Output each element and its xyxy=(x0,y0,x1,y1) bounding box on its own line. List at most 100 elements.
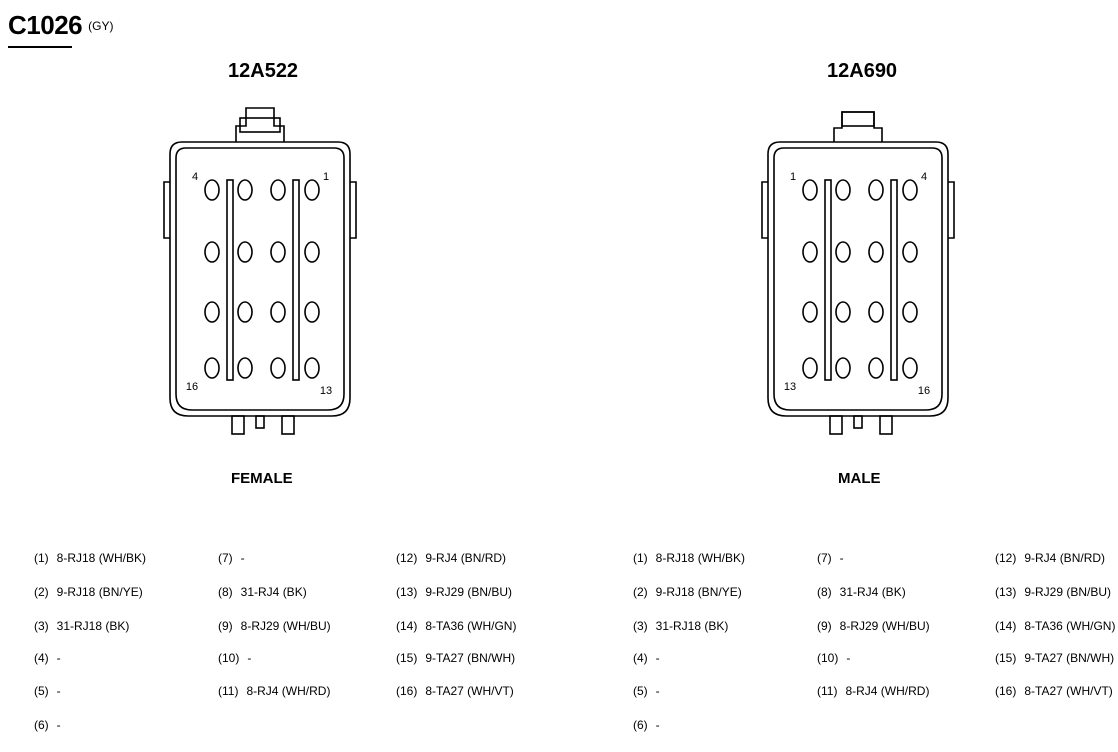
wire-circuit: 9-RJ4 (BN/RD) xyxy=(1024,551,1106,565)
pin-cavity xyxy=(802,301,818,323)
pin-number: (11) xyxy=(817,684,838,698)
bottom-tab xyxy=(231,415,245,435)
pin-cavity xyxy=(835,301,851,323)
wire-circuit: - xyxy=(655,651,660,665)
wire-circuit: 8-TA36 (WH/GN) xyxy=(1024,619,1116,633)
pinout-row: (2)9-RJ18 (BN/YE) xyxy=(34,585,143,599)
pin-number: (1) xyxy=(34,551,49,565)
pin-cavity xyxy=(204,357,220,379)
wire-circuit: - xyxy=(846,651,851,665)
pin-cavity xyxy=(802,241,818,263)
pin-number: (15) xyxy=(396,651,418,665)
wire-circuit: 8-RJ4 (WH/RD) xyxy=(845,684,930,698)
wire-circuit: 8-TA27 (WH/VT) xyxy=(1024,684,1113,698)
pin-number: (16) xyxy=(396,684,418,698)
wire-circuit: 8-TA36 (WH/GN) xyxy=(425,619,517,633)
wire-circuit: 9-RJ18 (BN/YE) xyxy=(655,585,742,599)
pin-cavity xyxy=(304,241,320,263)
bottom-tab xyxy=(255,415,265,429)
pin-cavity xyxy=(835,179,851,201)
pin-divider-bar xyxy=(890,179,898,381)
pin-cavity xyxy=(802,179,818,201)
pin-divider-bar xyxy=(226,179,234,381)
pin-number: (1) xyxy=(633,551,648,565)
wire-circuit: - xyxy=(240,551,245,565)
connector-body-outline xyxy=(767,141,949,417)
pin-cavity xyxy=(270,301,286,323)
pin-number: (8) xyxy=(218,585,233,599)
corner-pin-label: 4 xyxy=(921,171,927,183)
part-number-male: 12A690 xyxy=(827,60,898,82)
pin-number: (5) xyxy=(633,684,648,698)
pin-number: (15) xyxy=(995,651,1017,665)
pin-number: (14) xyxy=(995,619,1017,633)
gender-label-female: FEMALE xyxy=(231,470,293,487)
pin-number: (6) xyxy=(34,718,49,732)
pinout-row: (16)8-TA27 (WH/VT) xyxy=(995,684,1113,698)
pinout-row: (9)8-RJ29 (WH/BU) xyxy=(817,619,930,633)
connector-title: C1026(GY) xyxy=(8,10,113,41)
wire-circuit: 9-TA27 (BN/WH) xyxy=(1024,651,1115,665)
pin-number: (3) xyxy=(633,619,648,633)
locking-tab-inner xyxy=(239,117,281,133)
pin-cavity xyxy=(902,179,918,201)
pinout-row: (15)9-TA27 (BN/WH) xyxy=(396,651,515,665)
pin-number: (6) xyxy=(633,718,648,732)
pinout-row: (14) 8-TA36 (WH/GN) xyxy=(995,619,1115,633)
pinout-row: (6)- xyxy=(34,718,61,732)
pinout-row: (9)8-RJ29 (WH/BU) xyxy=(218,619,331,633)
right-latch xyxy=(350,181,357,239)
title-underline xyxy=(8,46,72,48)
wire-circuit: - xyxy=(56,684,61,698)
wire-circuit: 8-RJ18 (WH/BK) xyxy=(56,551,147,565)
pin-divider-bar xyxy=(292,179,300,381)
pin-number: (2) xyxy=(34,585,49,599)
pinout-row: (4)- xyxy=(34,651,61,665)
wire-circuit: - xyxy=(655,718,660,732)
wire-circuit: - xyxy=(247,651,252,665)
wire-circuit: - xyxy=(56,718,61,732)
corner-pin-label: 13 xyxy=(784,381,796,393)
pinout-row: (12)9-RJ4 (BN/RD) xyxy=(396,551,506,565)
pin-number: (5) xyxy=(34,684,49,698)
locking-tab-inner xyxy=(841,111,875,127)
pin-cavity xyxy=(237,301,253,323)
pin-number: (9) xyxy=(817,619,832,633)
pinout-row: (10)- xyxy=(218,651,251,665)
pin-number: (10) xyxy=(817,651,839,665)
wire-circuit: 31-RJ4 (BK) xyxy=(839,585,906,599)
pinout-row: (4)- xyxy=(633,651,660,665)
pinout-row: (15) 9-TA27 (BN/WH) xyxy=(995,651,1114,665)
pin-cavity xyxy=(304,179,320,201)
pin-cavity xyxy=(902,357,918,379)
pinout-row: (5)- xyxy=(34,684,61,698)
pin-number: (11) xyxy=(218,684,239,698)
pin-number: (2) xyxy=(633,585,648,599)
pin-cavity xyxy=(902,301,918,323)
pin-divider-bar xyxy=(824,179,832,381)
pinout-row: (6)- xyxy=(633,718,660,732)
pin-number: (7) xyxy=(817,551,832,565)
wire-circuit: 31-RJ4 (BK) xyxy=(240,585,307,599)
wire-circuit: 31-RJ18 (BK) xyxy=(655,619,729,633)
pinout-row: (10)- xyxy=(817,651,850,665)
pin-cavity xyxy=(868,301,884,323)
wire-circuit: 9-RJ29 (BN/BU) xyxy=(425,585,513,599)
wire-circuit: 31-RJ18 (BK) xyxy=(56,619,130,633)
pinout-row: (16) 8-TA27 (WH/VT) xyxy=(396,684,514,698)
part-number-female: 12A522 xyxy=(228,60,299,82)
corner-pin-label: 16 xyxy=(918,385,930,397)
wire-circuit: 8-TA27 (WH/VT) xyxy=(425,684,514,698)
corner-pin-label: 1 xyxy=(790,171,796,183)
wire-circuit: 9-RJ4 (BN/RD) xyxy=(425,551,507,565)
pinout-row: (8)31-RJ4 (BK) xyxy=(817,585,906,599)
wire-circuit: 8-RJ4 (WH/RD) xyxy=(246,684,331,698)
corner-pin-label: 4 xyxy=(192,171,198,183)
pinout-row: (1) 8-RJ18 (WH/BK) xyxy=(34,551,146,565)
connector-body-outline xyxy=(169,141,351,417)
pin-number: (13) xyxy=(396,585,418,599)
left-latch xyxy=(163,181,170,239)
pin-cavity xyxy=(270,179,286,201)
pinout-row: (8) 31-RJ4 (BK) xyxy=(218,585,307,599)
pin-cavity xyxy=(835,357,851,379)
